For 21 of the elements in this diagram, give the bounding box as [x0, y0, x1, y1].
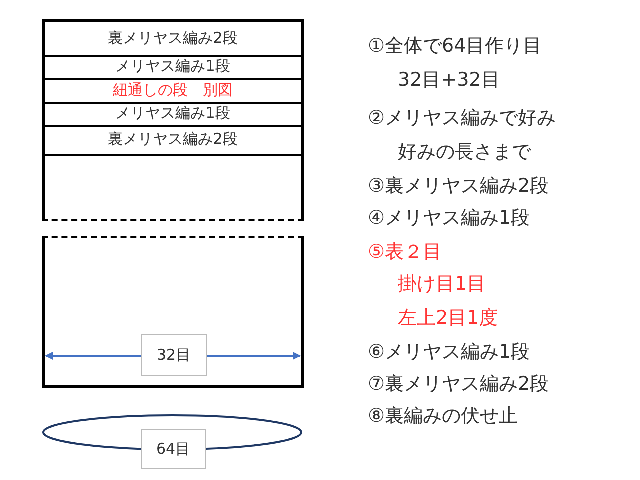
instruction-text: 32目+32目	[398, 68, 500, 92]
knit-panel	[42, 19, 304, 221]
instruction-text: ⑥メリヤス編み1段	[368, 340, 530, 364]
row-label: メリヤス編み1段	[116, 104, 230, 123]
instruction-text: 左上2目1度	[398, 306, 498, 330]
instruction-text: ②メリヤス編みで好み	[368, 106, 556, 130]
instruction-text: 好みの長さまで	[398, 140, 531, 164]
row-label: メリヤス編み1段	[116, 57, 230, 76]
instruction-text: ⑧裏編みの伏せ止	[368, 404, 518, 428]
instruction-text: ④メリヤス編み1段	[368, 206, 530, 230]
row-label: 紐通しの段 別図	[113, 80, 233, 100]
instruction-text: ①全体で64目作り目	[368, 34, 542, 58]
knit-panel	[42, 236, 304, 388]
stitch-count-box: 32目	[141, 334, 207, 376]
row-label: 裏メリヤス編み2段	[108, 29, 238, 48]
instruction-text: 掛け目1目	[398, 272, 486, 296]
stitch-count-box: 64目	[141, 429, 206, 469]
instruction-text: ⑤表２目	[368, 240, 442, 264]
row-label: 裏メリヤス編み2段	[108, 130, 238, 149]
instruction-text: ⑦裏メリヤス編み2段	[368, 372, 550, 396]
instruction-text: ③裏メリヤス編み2段	[368, 174, 550, 198]
